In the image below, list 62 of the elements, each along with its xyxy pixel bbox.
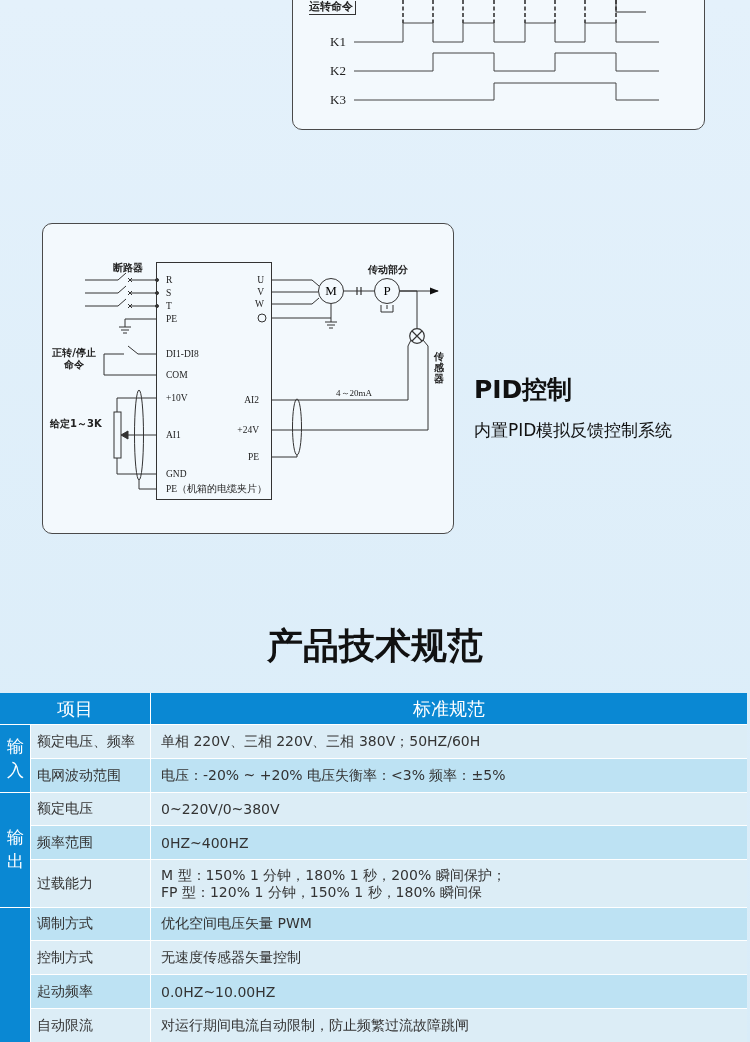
table-cell: 过载能力 bbox=[31, 860, 150, 907]
signal-label: 运转命令 bbox=[309, 1, 356, 15]
signal-label: K2 bbox=[330, 64, 346, 79]
cell-text-line: M 型：150% 1 分钟，180% 1 秒，200% 瞬间保护； bbox=[161, 866, 507, 884]
table-cell: 起动频率 bbox=[31, 975, 150, 1008]
table-cell: 频率范围 bbox=[31, 826, 150, 859]
cell-text-line: FP 型：120% 1 分钟，150% 1 秒，180% 瞬间保 bbox=[161, 883, 484, 901]
table-cell: 单相 220V、三相 220V、三相 380V；50HZ/60H bbox=[151, 725, 747, 758]
wire bbox=[271, 279, 320, 287]
table-cell: 无速度传感器矢量控制 bbox=[151, 941, 747, 974]
feature-description: 内置PID模拟反馈控制系统 bbox=[474, 419, 673, 442]
terminal-label: AI1 bbox=[166, 431, 181, 441]
table-cell: 0.0HZ~10.00HZ bbox=[151, 975, 747, 1008]
terminal-label: +24V bbox=[237, 426, 259, 436]
table-header: 项目 bbox=[0, 693, 150, 724]
signal-label: K3 bbox=[330, 93, 346, 108]
terminal-label: T bbox=[166, 302, 172, 312]
table-header: 标准规范 bbox=[151, 693, 747, 724]
section-heading: 产品技术规范 bbox=[266, 624, 484, 668]
part-label: 断路器 bbox=[113, 262, 143, 274]
feature-title: PID控制 bbox=[474, 374, 573, 406]
group-header: 输出 bbox=[0, 793, 30, 907]
terminal-label: GND bbox=[166, 470, 187, 480]
terminal-label: +10V bbox=[166, 394, 188, 404]
terminal-label: U bbox=[257, 276, 264, 286]
terminal-label: R bbox=[166, 276, 173, 286]
terminal-label: S bbox=[166, 289, 172, 299]
wire bbox=[399, 290, 418, 329]
table-cell: 0~220V/0~380V bbox=[151, 793, 747, 825]
table-cell: 额定电压、频率 bbox=[31, 725, 150, 758]
wire bbox=[343, 290, 375, 292]
table-cell: 额定电压 bbox=[31, 793, 150, 825]
group-header: 输入 bbox=[0, 725, 30, 792]
table-cell: 对运行期间电流自动限制，防止频繁过流故障跳闸 bbox=[151, 1009, 747, 1042]
table-cell: 调制方式 bbox=[31, 908, 150, 940]
terminal-label: W bbox=[255, 300, 264, 310]
table-cell: 自动限流 bbox=[31, 1009, 150, 1042]
terminal-label: V bbox=[257, 288, 264, 298]
table-cell: 电网波动范围 bbox=[31, 759, 150, 792]
signal-label: K1 bbox=[330, 35, 346, 50]
table-cell: 0HZ~400HZ bbox=[151, 826, 747, 859]
table-cell: 优化空间电压矢量 PWM bbox=[151, 908, 747, 940]
wire bbox=[271, 339, 429, 431]
terminal-label: PE（机箱的电缆夹片） bbox=[166, 485, 268, 495]
terminal-label: PE bbox=[247, 453, 259, 463]
wire bbox=[271, 339, 412, 401]
part-label: 正转/停止命令 bbox=[51, 347, 97, 370]
part-label: 传感器 bbox=[434, 351, 444, 384]
terminal-label: AI2 bbox=[244, 396, 259, 406]
terminal-label: PE bbox=[166, 315, 178, 325]
inverter-box bbox=[156, 262, 272, 500]
table-cell: 控制方式 bbox=[31, 941, 150, 974]
part-label: 传动部分 bbox=[368, 264, 408, 276]
wire bbox=[271, 297, 320, 305]
terminal-label: DI1-DI8 bbox=[166, 350, 199, 360]
terminal-label: COM bbox=[166, 371, 188, 381]
part-label: 给定1～3K bbox=[50, 418, 102, 430]
edge-label: 4～20mA bbox=[336, 388, 372, 399]
wire bbox=[271, 291, 319, 293]
table-cell: 电压：-20% ~ +20% 电压失衡率：<3% 频率：±5% bbox=[151, 759, 747, 792]
wire bbox=[271, 303, 332, 319]
sensor-lamp-symbol bbox=[409, 328, 425, 344]
